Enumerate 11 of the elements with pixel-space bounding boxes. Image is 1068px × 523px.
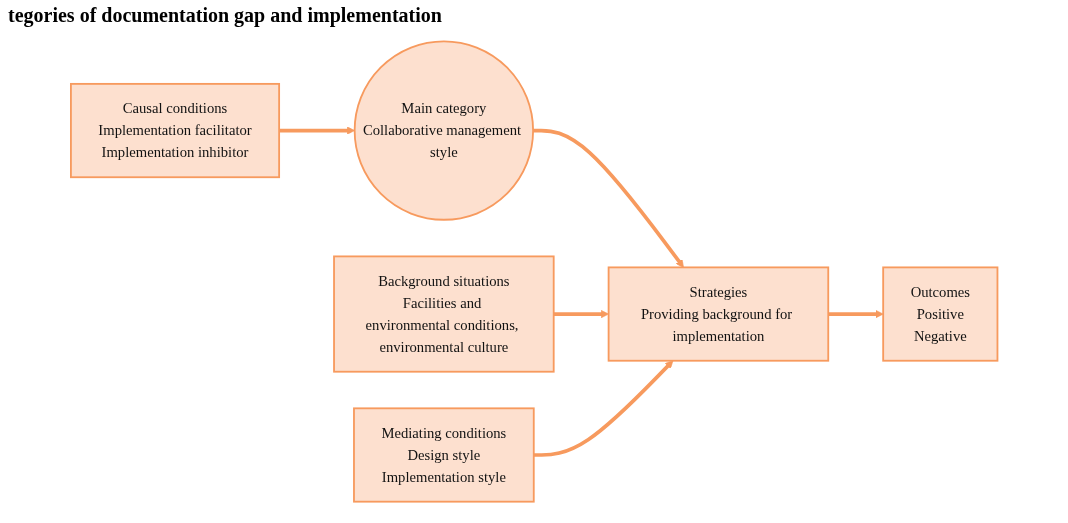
- node-box: Background situations Facilities and environmental conditions, environmental culture: [332, 255, 555, 373]
- node-box: Causal conditions Implementation facilitator Implementation inhibitor: [69, 82, 280, 178]
- diagram-title: tegories of documentation gap and implementation: [7, 3, 443, 29]
- arrow: [278, 126, 355, 135]
- node-circle: Main category Collaborative management style: [353, 39, 534, 221]
- node-box: Mediating conditions Design style Implementation style: [352, 406, 535, 503]
- arrow: [532, 128, 684, 268]
- node-box: Strategies Providing background for implementation: [607, 265, 829, 362]
- node-box: Outcomes Positive Negative: [882, 265, 999, 362]
- arrow: [553, 309, 609, 318]
- arrow: [533, 359, 674, 457]
